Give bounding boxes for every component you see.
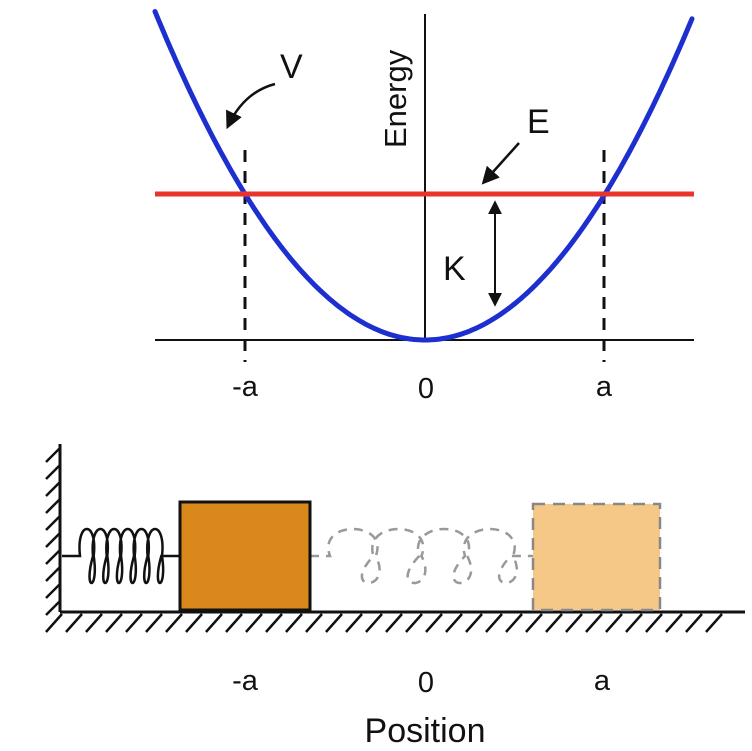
spring bbox=[62, 527, 180, 585]
wall-hatch bbox=[45, 447, 61, 616]
mass-block bbox=[178, 500, 312, 612]
ghost-mass-block bbox=[531, 502, 662, 612]
position-tick-label: a bbox=[594, 665, 611, 697]
spring-system: -a 0 a Position bbox=[45, 444, 745, 750]
position-axis-label: Position bbox=[365, 712, 486, 750]
ground-hatch bbox=[45, 613, 723, 633]
position-tick-label: -a bbox=[232, 665, 259, 697]
e-pointer-arrow bbox=[481, 142, 520, 185]
energy-x-tick-label: a bbox=[596, 371, 613, 403]
kinetic-label: K bbox=[443, 250, 466, 288]
ghost-spring bbox=[310, 527, 533, 585]
potential-curve bbox=[152, 9, 695, 343]
potential-label: V bbox=[280, 48, 303, 86]
energy-axis-label: Energy bbox=[378, 49, 413, 148]
position-tick-label: 0 bbox=[418, 667, 434, 699]
energy-plot: Energy V E K -a 0 a bbox=[152, 9, 695, 405]
energy-x-tick-label: -a bbox=[232, 371, 259, 403]
energy-x-tick-label: 0 bbox=[418, 373, 434, 405]
v-pointer-arrow bbox=[226, 82, 276, 130]
total-energy-label: E bbox=[527, 103, 550, 141]
